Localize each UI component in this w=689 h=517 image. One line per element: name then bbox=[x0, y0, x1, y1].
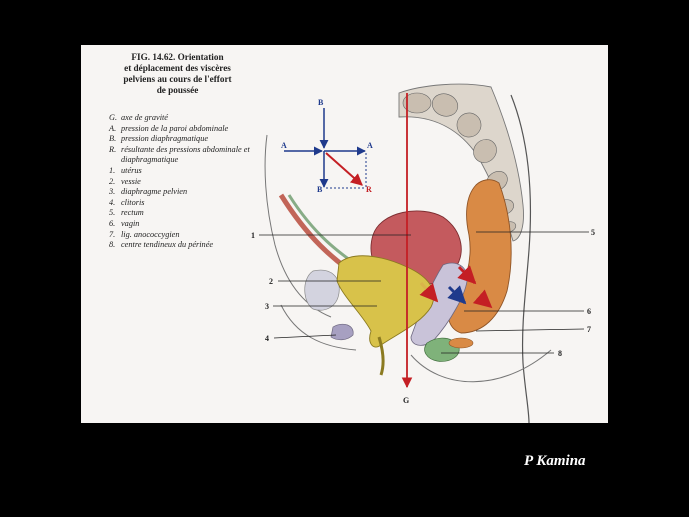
label-a-right: A bbox=[367, 141, 373, 150]
urethra-shape bbox=[377, 336, 385, 376]
caption-line: de poussée bbox=[156, 85, 199, 95]
body-outline-perineum bbox=[410, 349, 552, 383]
callout-7: 7 bbox=[587, 325, 591, 334]
legend-item: 6.vagin bbox=[109, 218, 140, 228]
legend-item: 3.diaphragme pelvien bbox=[109, 187, 188, 197]
callout-1: 1 bbox=[251, 231, 255, 240]
body-outline-thigh bbox=[280, 304, 357, 351]
callout-3: 3 bbox=[265, 302, 269, 311]
legend-item: B.pression diaphragmatique bbox=[109, 134, 209, 144]
figure-legend: G.axe de gravité A.pression de la paroi … bbox=[109, 113, 269, 251]
callout-4: 4 bbox=[265, 334, 269, 343]
label-g: G bbox=[403, 396, 409, 405]
anatomical-figure: G B A A B R 1 2 3 bbox=[81, 45, 608, 423]
sacrum bbox=[398, 83, 524, 242]
bladder-shape bbox=[336, 255, 435, 348]
anococcygeal-shape bbox=[448, 337, 474, 349]
label-b-bottom: B bbox=[317, 185, 323, 194]
callout-5: 5 bbox=[591, 228, 595, 237]
force-arrow-2 bbox=[447, 285, 467, 305]
legend-item: 4.clitoris bbox=[109, 197, 145, 207]
callout-6: 6 bbox=[587, 307, 591, 316]
pubic-bone bbox=[304, 269, 340, 311]
legend-item: A.pression de la paroi abdominale bbox=[109, 123, 229, 133]
legend-item: R.résultante des pressions abdominale et… bbox=[109, 144, 250, 165]
figure-caption: FIG. 14.62. Orientation et déplacement d… bbox=[85, 52, 270, 96]
caption-line: FIG. 14.62. Orientation bbox=[131, 52, 224, 62]
author-credit: P Kamina bbox=[524, 453, 586, 469]
caption-line: et déplacement des viscères bbox=[124, 63, 231, 73]
force-arrow-3 bbox=[457, 265, 477, 285]
legend-item: G.axe de gravité bbox=[109, 113, 168, 122]
legend-item: 7.lig. anococcygien bbox=[109, 229, 180, 239]
legend-item: 5.rectum bbox=[109, 208, 144, 218]
legend-item: 2.vessie bbox=[109, 176, 141, 186]
caption-line: pelviens au cours de l'effort bbox=[123, 74, 232, 84]
legend-item: 1.utérus bbox=[109, 165, 142, 175]
callout-2: 2 bbox=[269, 277, 273, 286]
callout-8: 8 bbox=[558, 349, 562, 358]
vector-r bbox=[325, 152, 363, 186]
label-a-left: A bbox=[281, 141, 287, 150]
force-arrow-1 bbox=[419, 282, 439, 303]
body-outline-back bbox=[510, 94, 532, 423]
vector-diagram: B A A B R bbox=[281, 98, 373, 194]
legend-item: 8.centre tendineux du périnée bbox=[109, 240, 214, 250]
callout-lines bbox=[259, 231, 589, 354]
label-r: R bbox=[366, 185, 372, 194]
clitoris-shape bbox=[330, 323, 354, 341]
pelvic-diagram: G B A A B R 1 2 3 bbox=[251, 83, 595, 423]
force-arrow-4 bbox=[472, 289, 493, 309]
label-b-top: B bbox=[318, 98, 324, 107]
